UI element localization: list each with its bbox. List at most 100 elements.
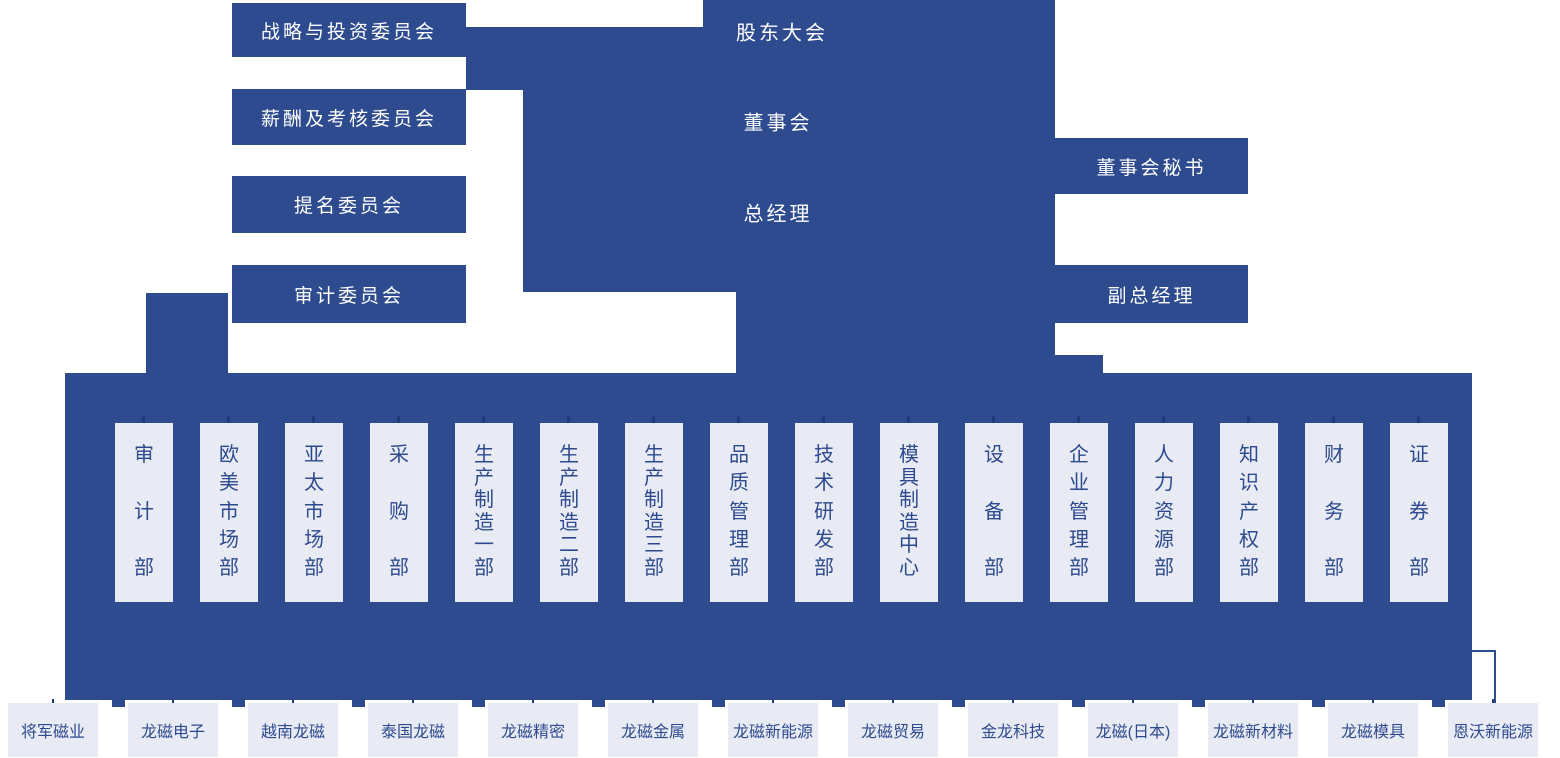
department-label-char: 部 xyxy=(134,557,154,579)
department-label-char: 部 xyxy=(304,557,324,579)
department-label-char: 采 xyxy=(389,444,409,466)
department-label-char: 生 xyxy=(474,444,494,466)
department-connector-tick xyxy=(397,416,400,426)
department-label-char: 部 xyxy=(219,557,239,579)
department-connector-tick xyxy=(1332,416,1335,426)
subsidiary-connector-tick xyxy=(412,699,414,704)
department-label-char: 部 xyxy=(389,557,409,579)
department-box: 生产制造一部 xyxy=(455,423,513,602)
subsidiary-connector-tick xyxy=(172,699,174,704)
department-box: 品质管理部 xyxy=(710,423,768,602)
department-label-char: 部 xyxy=(1324,557,1344,579)
band-gap-nub xyxy=(952,700,965,707)
department-label-char: 模 xyxy=(899,444,919,466)
subsidiary-connector-tick xyxy=(1372,699,1374,704)
department-label-char: 购 xyxy=(389,500,409,523)
department-box: 亚太市场部 xyxy=(285,423,343,602)
department-label-char: 计 xyxy=(134,500,154,523)
subsidiary-box: 龙磁(日本) xyxy=(1088,703,1178,757)
department-label-char: 研 xyxy=(814,500,834,523)
committee-box-audit: 审计委员会 xyxy=(232,265,466,323)
department-box: 知识产权部 xyxy=(1220,423,1278,602)
band-gap-nub xyxy=(232,700,245,707)
committee-box-nomination: 提名委员会 xyxy=(232,176,466,233)
department-label-char: 质 xyxy=(729,472,749,495)
department-connector-tick xyxy=(907,416,910,426)
department-box: 人力资源部 xyxy=(1135,423,1193,602)
band-gap-nub xyxy=(472,700,485,707)
department-connector-tick xyxy=(312,416,315,426)
band-gap-nub xyxy=(1192,700,1205,707)
officer-box-board-secretary: 董事会秘书 xyxy=(1055,138,1248,194)
subsidiary-box: 恩沃新能源 xyxy=(1448,703,1538,757)
band-gap-nub xyxy=(1072,700,1085,707)
department-connector-tick xyxy=(992,416,995,426)
department-connector-tick xyxy=(142,416,145,426)
subsidiary-box: 龙磁电子 xyxy=(128,703,218,757)
department-label-char: 发 xyxy=(814,528,834,551)
department-label-char: 部 xyxy=(1154,557,1174,579)
subsidiary-box: 将军磁业 xyxy=(8,703,98,757)
subsidiary-connector-tick xyxy=(1132,699,1134,704)
subsidiary-box: 龙磁金属 xyxy=(608,703,698,757)
department-label-char: 理 xyxy=(729,528,749,551)
department-label-char: 生 xyxy=(644,444,664,466)
department-label-char: 源 xyxy=(1154,528,1174,551)
subsidiary-connector-tick xyxy=(1252,699,1254,704)
department-box: 生产制造二部 xyxy=(540,423,598,602)
department-label-char: 部 xyxy=(984,557,1004,579)
band-gap-nub xyxy=(1312,700,1325,707)
center-block-bottom-stub xyxy=(1055,355,1103,373)
department-label-char: 资 xyxy=(1154,500,1174,523)
department-label-char: 部 xyxy=(1409,557,1429,579)
subsidiary-box: 龙磁贸易 xyxy=(848,703,938,757)
department-label-char: 太 xyxy=(304,472,324,495)
department-label-char: 券 xyxy=(1409,500,1429,523)
department-label-char: 场 xyxy=(304,528,324,551)
department-label-char: 美 xyxy=(219,472,239,495)
department-label-char: 造 xyxy=(559,511,579,534)
department-label-char: 力 xyxy=(1154,472,1174,495)
department-label-char: 具 xyxy=(899,466,919,489)
band-gap-nub xyxy=(1432,700,1445,707)
department-connector-tick xyxy=(737,416,740,426)
center-block-top xyxy=(703,0,1055,27)
department-label-char: 知 xyxy=(1239,444,1259,466)
subsidiary-box: 龙磁新能源 xyxy=(728,703,818,757)
department-box: 审计部 xyxy=(115,423,173,602)
department-box: 生产制造三部 xyxy=(625,423,683,602)
department-label-char: 中 xyxy=(899,534,919,557)
subsidiary-connector-tick xyxy=(1012,699,1014,704)
department-label-char: 部 xyxy=(1069,557,1089,579)
subsidiary-connector-tick xyxy=(892,699,894,704)
department-label-char: 部 xyxy=(1239,557,1259,579)
department-label-char: 二 xyxy=(559,534,579,557)
department-label-char: 品 xyxy=(729,444,749,466)
department-label-char: 企 xyxy=(1069,444,1089,466)
department-connector-tick xyxy=(567,416,570,426)
department-label-char: 制 xyxy=(559,489,579,512)
department-label-char: 制 xyxy=(474,489,494,512)
department-label-char: 备 xyxy=(984,500,1004,523)
department-label-char: 制 xyxy=(644,489,664,512)
department-label-char: 部 xyxy=(729,557,749,579)
department-connector-tick xyxy=(1247,416,1250,426)
department-label-char: 部 xyxy=(814,557,834,579)
department-label-char: 术 xyxy=(814,472,834,495)
subsidiary-connector-tick xyxy=(652,699,654,704)
department-label-char: 管 xyxy=(729,500,749,523)
department-box: 采购部 xyxy=(370,423,428,602)
department-label-char: 权 xyxy=(1239,528,1259,551)
department-connector-tick xyxy=(482,416,485,426)
department-label-char: 管 xyxy=(1069,500,1089,523)
department-label-char: 识 xyxy=(1239,472,1259,495)
committee-box-compensation-appraisal: 薪酬及考核委员会 xyxy=(232,89,466,145)
department-label-char: 部 xyxy=(474,556,494,579)
org-node-shareholders-meeting: 股东大会 xyxy=(736,22,828,45)
department-label-char: 造 xyxy=(644,511,664,534)
department-label-char: 制 xyxy=(899,489,919,512)
department-connector-tick xyxy=(227,416,230,426)
department-label-char: 市 xyxy=(219,500,239,523)
department-box: 设备部 xyxy=(965,423,1023,602)
department-connector-tick xyxy=(652,416,655,426)
